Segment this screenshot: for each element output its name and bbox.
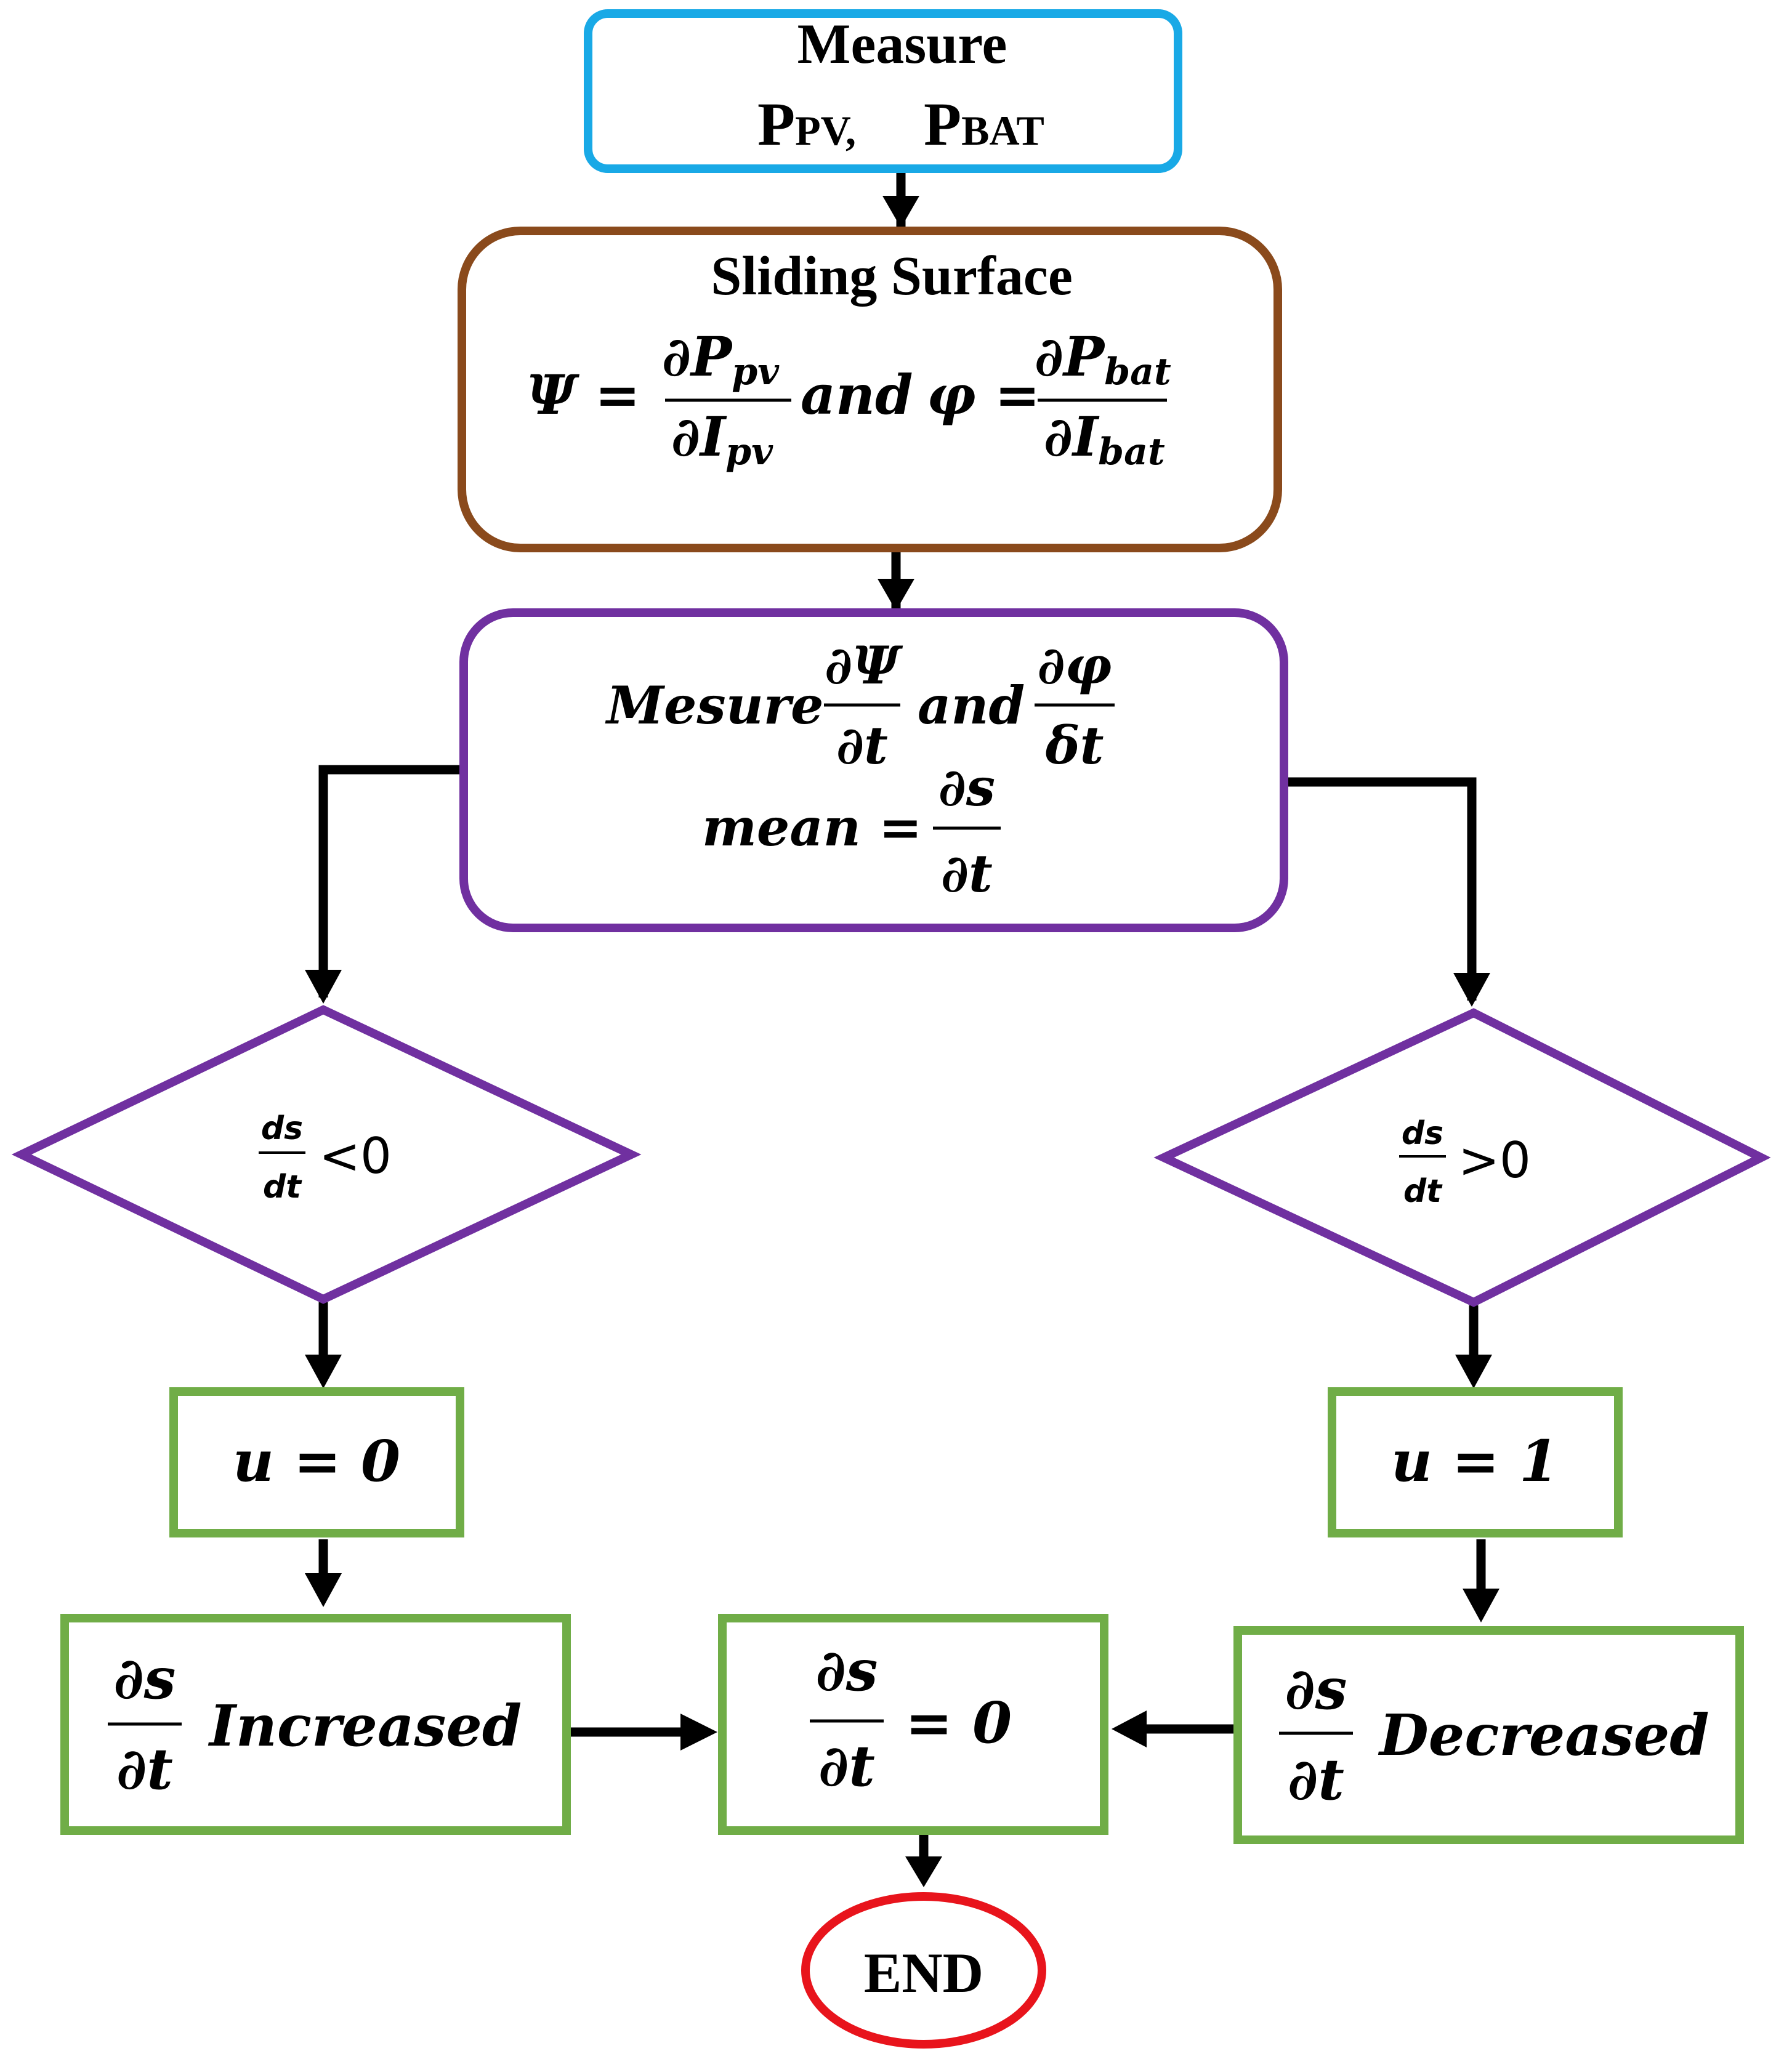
psi-numerator: ∂Ppv [662,324,780,393]
measure-derivative-box: Mesure ∂Ψ ∂t and ∂φ δt mean = ∂s ∂t [459,608,1288,932]
sliding-surface-title: Sliding Surface [711,246,1073,307]
decision-right-den: dt [1403,1173,1443,1210]
measure-derivative-border [459,608,1288,932]
mean-lhs: mean = [702,797,922,858]
increased-den: ∂t [116,1736,173,1802]
mesure-label: Mesure [605,675,824,736]
arrowhead [305,1355,342,1388]
dphi-numerator: ∂φ [1038,635,1112,696]
psi-denominator: ∂Ipv [671,405,773,473]
and-label-2: and [918,675,1025,736]
increased-box: ∂s ∂t Increased [60,1614,571,1835]
arrowhead [1455,1355,1492,1388]
decreased-num: ∂s [1285,1656,1347,1722]
u0-label: u = 0 [233,1428,400,1494]
zero-num: ∂s [816,1637,878,1704]
u0-border [169,1387,464,1537]
arrowhead [680,1714,717,1751]
connectors [305,166,1499,1887]
mean-numerator: ∂s [938,757,995,818]
decreased-box: ∂s ∂t Decreased [1233,1626,1744,1844]
zero-rhs: = 0 [905,1690,1012,1756]
arrowhead [1453,973,1490,1007]
phi-denominator: ∂Ibat [1044,405,1165,473]
decision-left-border [11,1005,642,1304]
decision-right-border [1153,1008,1771,1307]
u0-box: u = 0 [169,1387,464,1537]
arrowhead [878,579,914,611]
psi-lhs: Ψ = [527,363,640,427]
decision-right: ds dt >0 [1153,1008,1771,1307]
increased-num: ∂s [114,1645,176,1712]
p-bat: PBAT [924,90,1044,158]
arrowhead [305,1573,342,1607]
decreased-label: Decreased [1378,1702,1709,1768]
decision-left-num: ds [261,1110,303,1147]
sliding-surface-box: Sliding Surface Ψ = ∂Ppv ∂Ipv and φ = ∂P… [458,227,1282,552]
end-label: END [864,1941,983,2004]
arrowhead [882,196,919,228]
increased-label: Increased [208,1693,522,1759]
zero-den: ∂t [818,1733,875,1799]
and-label: and [801,363,913,427]
dpsi-denominator: ∂t [836,715,888,776]
arrow-branch-right [1287,777,1477,1001]
arrowhead [1112,1711,1147,1747]
decision-right-num: ds [1402,1115,1443,1152]
zero-box: ∂s ∂t = 0 [718,1614,1108,1835]
decision-left-cond: <0 [319,1127,392,1185]
u1-box: u = 1 [1328,1387,1623,1537]
measure-box: Measure PPV, PBAT [584,9,1182,173]
decreased-border [1233,1626,1744,1844]
phi-lhs: φ = [927,363,1040,427]
decision-left-den: dt [263,1169,302,1206]
dphi-denominator: δt [1045,715,1104,776]
measure-box-border [584,9,1182,173]
arrowhead [905,1856,942,1887]
arrowhead [1463,1589,1499,1622]
u1-border [1328,1387,1623,1537]
u1-label: u = 1 [1391,1428,1559,1494]
end-terminal: END [801,1892,1046,2049]
sliding-surface-border [458,227,1282,552]
phi-numerator: ∂Pbat [1035,324,1171,393]
measure-title: Measure [797,12,1007,75]
mean-denominator: ∂t [941,843,993,904]
end-border [801,1892,1046,2049]
decision-right-cond: >0 [1458,1132,1531,1189]
p-pv: PPV, [757,90,856,158]
arrowhead [305,970,342,1004]
zero-border [718,1614,1108,1835]
decreased-den: ∂t [1288,1746,1344,1813]
decision-left: ds dt <0 [11,1005,642,1304]
dpsi-numerator: ∂Ψ [825,635,903,696]
arrow-branch-left [318,765,462,997]
